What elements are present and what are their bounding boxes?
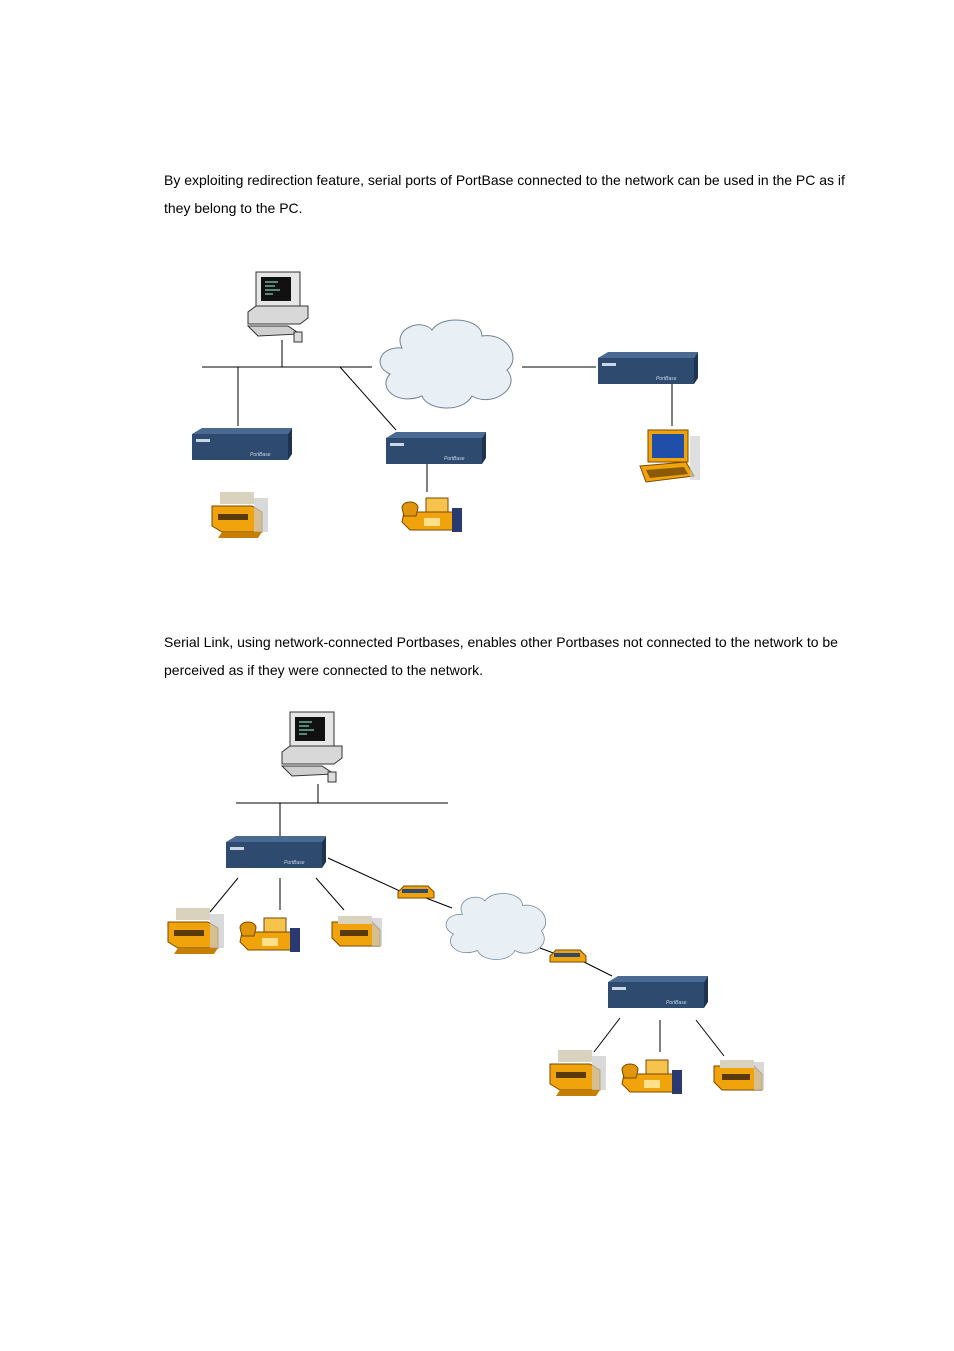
fax-icon <box>401 497 463 533</box>
desktop-pc-icon <box>247 271 309 343</box>
laptop-icon <box>639 429 701 483</box>
printer-icon <box>211 491 269 539</box>
paragraph-serial-link: Serial Link, using network-connected Por… <box>164 634 838 678</box>
portbase-device-icon <box>386 432 486 464</box>
redirection-diagram: PortBase <box>192 271 701 539</box>
fax-icon <box>239 917 301 953</box>
serial-link-diagram <box>167 711 765 1097</box>
portbase-device-icon <box>598 352 698 384</box>
portbase-device-icon <box>192 428 292 460</box>
modem-icon <box>549 949 587 963</box>
network-cloud-icon <box>379 319 514 409</box>
desktop-pc-icon <box>281 711 343 783</box>
paragraph-redirection: By exploiting redirection feature, seria… <box>164 172 845 216</box>
portbase-device-icon <box>226 836 326 868</box>
modem-icon <box>397 885 435 899</box>
printer-icon <box>167 907 225 955</box>
printer-icon <box>549 1049 607 1097</box>
portbase-device-icon <box>608 976 708 1008</box>
scanner-icon <box>331 915 383 947</box>
network-cloud-icon <box>445 893 547 960</box>
fax-icon <box>621 1059 683 1095</box>
scanner-icon <box>713 1059 765 1091</box>
